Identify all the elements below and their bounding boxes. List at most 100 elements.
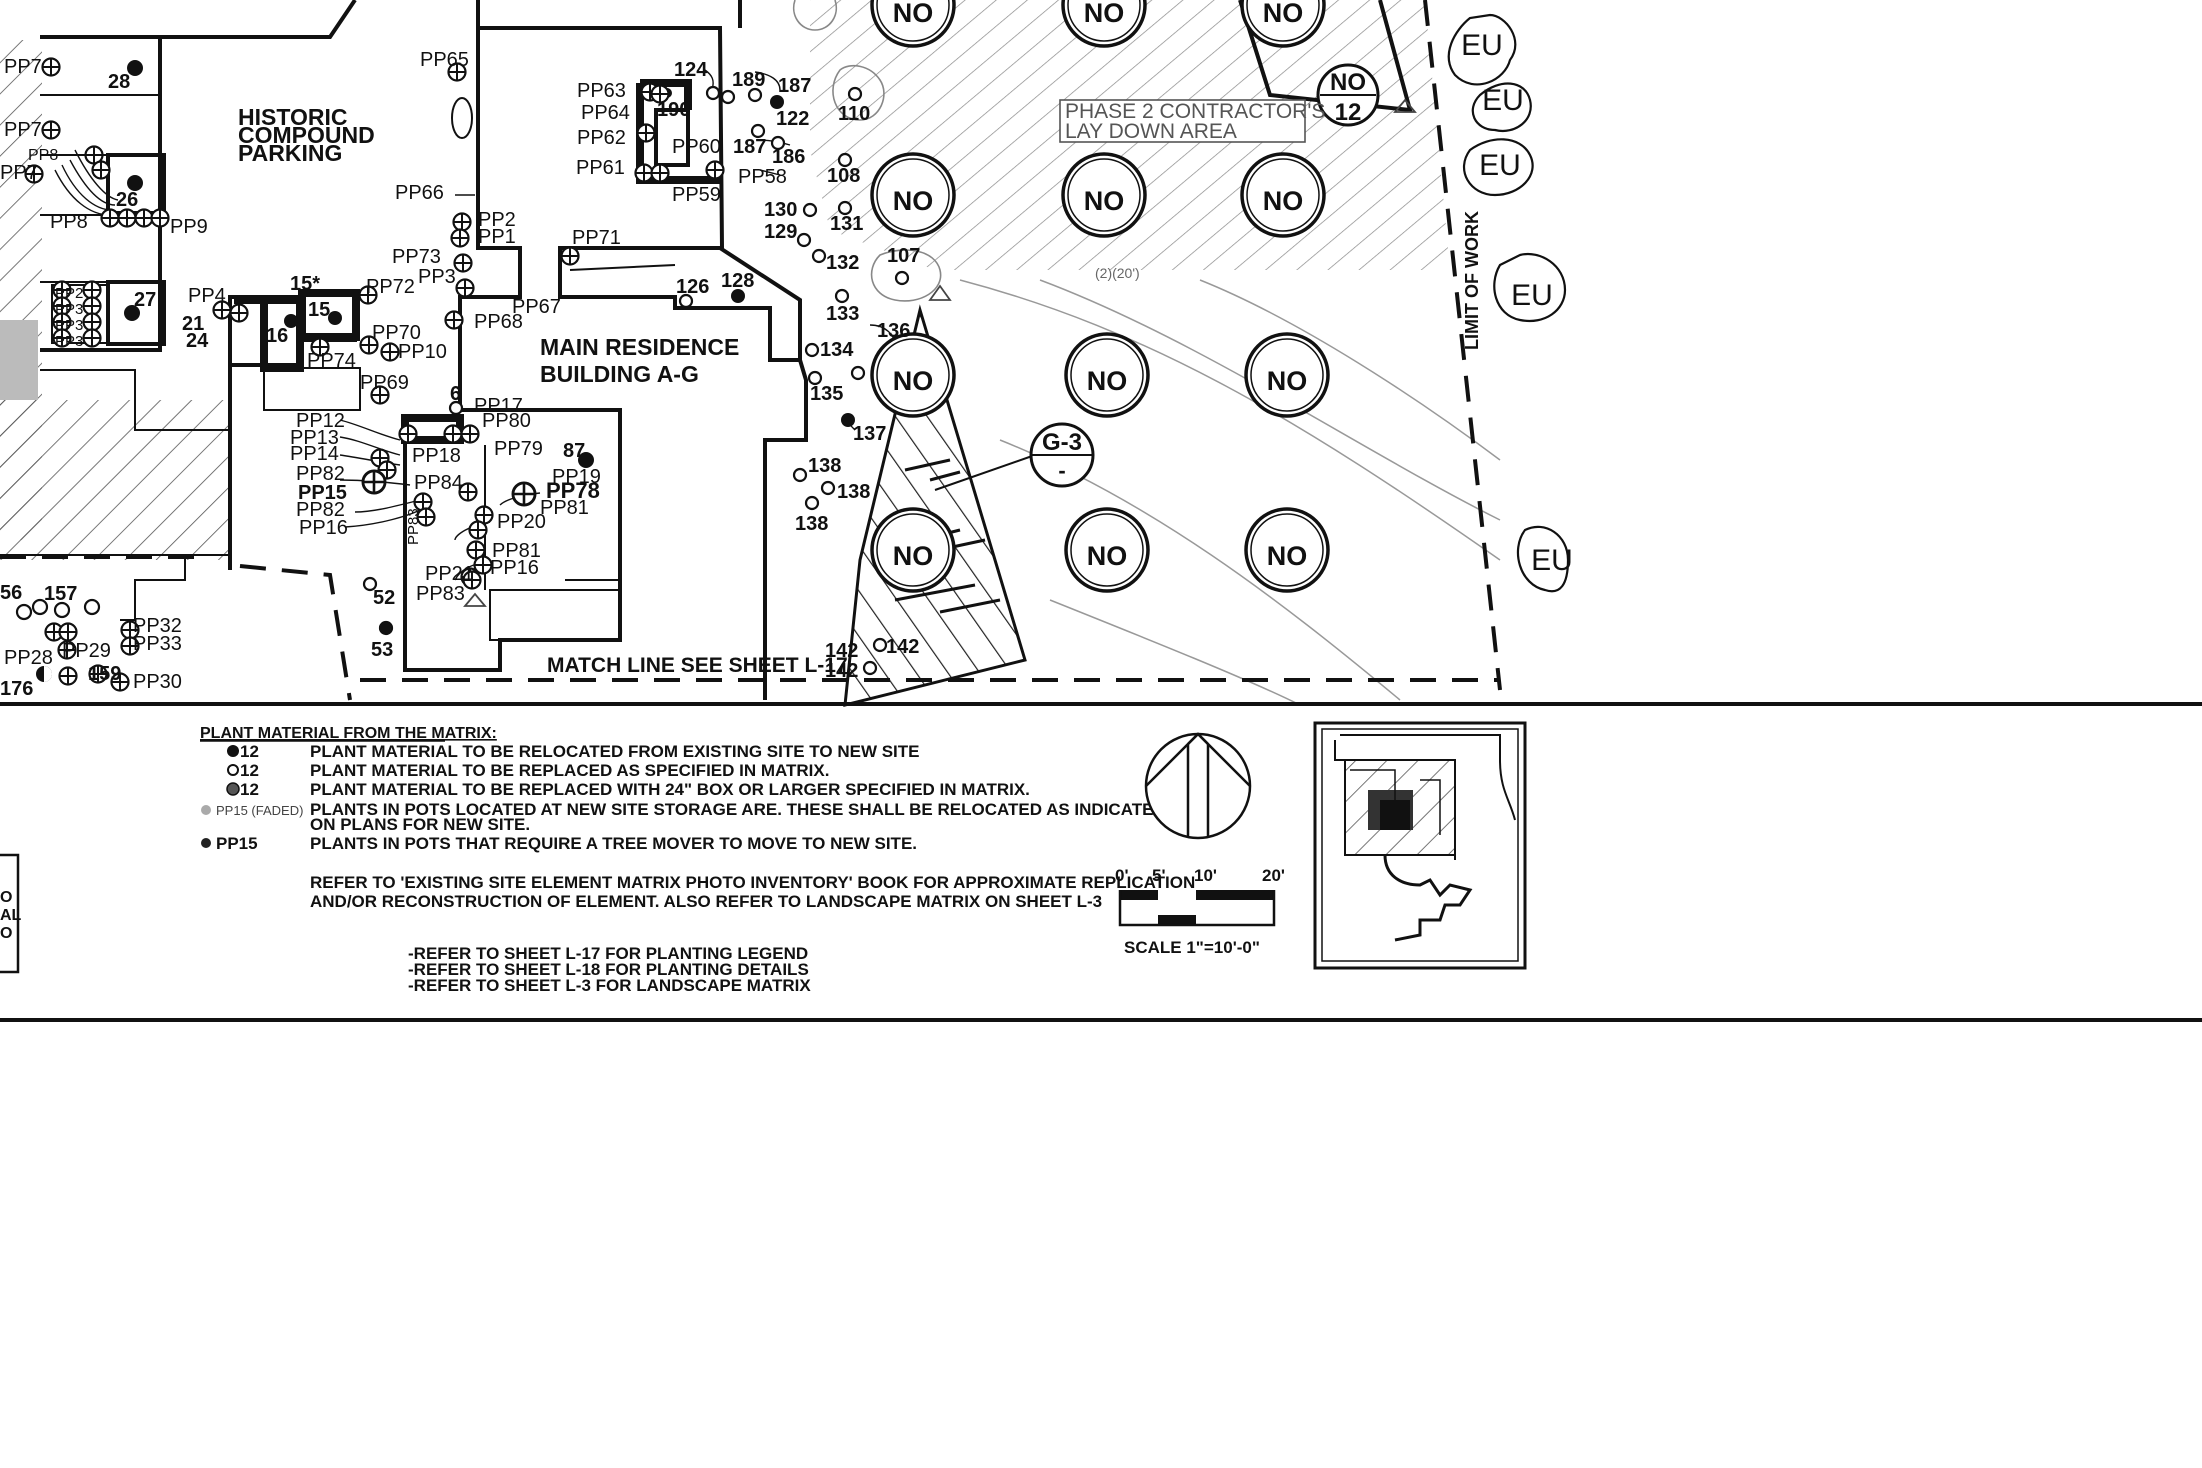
relocate-dots xyxy=(124,60,855,468)
svg-text:187: 187 xyxy=(733,136,766,158)
svg-text:6: 6 xyxy=(450,383,461,405)
svg-text:53: 53 xyxy=(371,639,393,661)
svg-text:PP1: PP1 xyxy=(478,226,516,248)
svg-text:PLANT MATERIAL TO BE RELOCATED: PLANT MATERIAL TO BE RELOCATED FROM EXIS… xyxy=(310,742,920,761)
svg-text:138: 138 xyxy=(808,455,841,477)
svg-text:136: 136 xyxy=(877,320,910,342)
svg-text:190: 190 xyxy=(657,99,690,121)
svg-text:0': 0' xyxy=(1115,866,1129,885)
svg-text:NO: NO xyxy=(1267,541,1308,571)
svg-text:PP7: PP7 xyxy=(0,162,38,184)
svg-text:PP16: PP16 xyxy=(490,557,539,579)
svg-text:PP65: PP65 xyxy=(420,49,469,71)
svg-text:108: 108 xyxy=(827,165,860,187)
svg-text:126: 126 xyxy=(676,276,709,298)
svg-text:PP19: PP19 xyxy=(552,466,601,488)
no-tag: NO xyxy=(1244,507,1330,593)
svg-text:122: 122 xyxy=(776,108,809,130)
svg-text:PP69: PP69 xyxy=(360,372,409,394)
no-tag: NO xyxy=(870,332,956,418)
svg-text:187: 187 xyxy=(778,75,811,97)
svg-text:-REFER TO SHEET L-18 FOR PLANT: -REFER TO SHEET L-18 FOR PLANTING DETAIL… xyxy=(408,960,809,979)
svg-text:(2)(20'): (2)(20') xyxy=(1095,265,1140,281)
svg-text:PLANTS IN POTS THAT REQUIRE A: PLANTS IN POTS THAT REQUIRE A TREE MOVER… xyxy=(310,834,917,853)
svg-text:PP60: PP60 xyxy=(672,136,721,158)
no-tag: NO xyxy=(1064,332,1150,418)
svg-text:-REFER TO SHEET L-3 FOR LANDSC: -REFER TO SHEET L-3 FOR LANDSCAPE MATRIX xyxy=(408,976,811,995)
svg-text:MAIN RESIDENCE: MAIN RESIDENCE xyxy=(540,334,739,360)
svg-text:NO: NO xyxy=(893,186,934,216)
svg-text:ON PLANS FOR NEW SITE.: ON PLANS FOR NEW SITE. xyxy=(310,815,530,834)
eu-labels: EU EU EU EU EU xyxy=(1461,29,1573,577)
svg-text:AND/OR RECONSTRUCTION OF ELEME: AND/OR RECONSTRUCTION OF ELEMENT. ALSO R… xyxy=(310,892,1102,911)
svg-text:PP28: PP28 xyxy=(4,647,53,669)
svg-text:129: 129 xyxy=(764,221,797,243)
svg-text:PP3: PP3 xyxy=(55,301,83,318)
svg-text:PP3: PP3 xyxy=(55,333,83,350)
svg-text:PP71: PP71 xyxy=(572,227,621,249)
svg-text:PP3: PP3 xyxy=(55,317,83,334)
svg-text:PP67: PP67 xyxy=(512,296,561,318)
svg-text:PP82: PP82 xyxy=(296,499,345,521)
svg-text:PP32: PP32 xyxy=(133,615,182,637)
svg-text:142: 142 xyxy=(886,636,919,658)
svg-text:20': 20' xyxy=(1262,866,1285,885)
svg-text:PLANT MATERIAL FROM THE MATRIX: PLANT MATERIAL FROM THE MATRIX: xyxy=(200,725,497,742)
no-tag: NO xyxy=(870,152,956,238)
svg-text:PP30: PP30 xyxy=(133,671,182,693)
svg-text:PP61: PP61 xyxy=(576,157,625,179)
svg-text:52: 52 xyxy=(373,587,395,609)
svg-text:PP17: PP17 xyxy=(474,395,523,417)
no-tag: NO xyxy=(1240,152,1326,238)
no-tag: NO xyxy=(870,507,956,593)
svg-text:PP72: PP72 xyxy=(366,276,415,298)
legend-row-relocate: 12 PLANT MATERIAL TO BE RELOCATED FROM E… xyxy=(227,742,920,761)
svg-text:128: 128 xyxy=(721,270,754,292)
svg-text:-REFER TO SHEET L-17 FOR PLANT: -REFER TO SHEET L-17 FOR PLANTING LEGEND xyxy=(408,944,808,963)
svg-text:PHASE 2 CONTRACTOR'S: PHASE 2 CONTRACTOR'S xyxy=(1065,100,1325,123)
svg-text:PP2: PP2 xyxy=(55,285,83,302)
svg-text:16: 16 xyxy=(266,325,288,347)
svg-text:133: 133 xyxy=(826,303,859,325)
svg-text:PP3: PP3 xyxy=(418,266,456,288)
svg-text:186: 186 xyxy=(772,146,805,168)
svg-text:10': 10' xyxy=(1194,866,1217,885)
svg-text:EU: EU xyxy=(1482,84,1524,117)
phase2-box xyxy=(1059,99,1306,143)
no-tag: NO xyxy=(1061,152,1147,238)
svg-text:138: 138 xyxy=(837,481,870,503)
svg-text:135: 135 xyxy=(810,383,843,405)
svg-text:124: 124 xyxy=(674,59,708,81)
svg-text:24: 24 xyxy=(186,330,209,352)
svg-text:PP74: PP74 xyxy=(307,350,356,372)
no-12-tag: NO 12 xyxy=(1316,63,1380,127)
plant-labels: PP7 PP7 PP7 PP8 PP8 PP9 PP2 PP3 PP3 PP3 … xyxy=(0,49,920,700)
no-tag: NO xyxy=(1064,507,1150,593)
svg-text:27: 27 xyxy=(134,289,156,311)
north-arrow-icon xyxy=(1144,732,1252,840)
svg-text:REFER TO 'EXISTING SITE ELEMEN: REFER TO 'EXISTING SITE ELEMENT MATRIX P… xyxy=(310,873,1195,892)
legend-row-box: 12 PLANT MATERIAL TO BE REPLACED WITH 24… xyxy=(226,780,1030,799)
svg-text:PP80: PP80 xyxy=(482,410,531,432)
svg-text:LAY DOWN AREA: LAY DOWN AREA xyxy=(1065,120,1237,143)
svg-text:PP13: PP13 xyxy=(290,427,339,449)
plan-area: NO NO NO NO NO NO NO NO NO NO NO NO NO 1… xyxy=(0,0,1573,707)
no-tags: NO NO NO NO NO NO NO NO NO NO NO NO NO 1… xyxy=(870,0,1380,593)
svg-text:PP9: PP9 xyxy=(170,216,208,238)
svg-text:-: - xyxy=(1058,458,1065,483)
svg-text:110: 110 xyxy=(838,103,870,125)
eu-tree-outlines xyxy=(1447,13,1570,593)
svg-text:PP15 (FADED): PP15 (FADED) xyxy=(216,803,303,818)
svg-text:12: 12 xyxy=(240,742,259,761)
svg-text:PLANTS IN POTS LOCATED AT NEW: PLANTS IN POTS LOCATED AT NEW SITE STORA… xyxy=(310,800,1166,819)
svg-text:142: 142 xyxy=(825,660,858,682)
svg-text:NO: NO xyxy=(893,366,934,396)
svg-text:PP20: PP20 xyxy=(497,511,546,533)
svg-text:159: 159 xyxy=(88,663,121,685)
svg-text:PP21: PP21 xyxy=(425,563,474,585)
svg-text:NO: NO xyxy=(1330,69,1366,96)
svg-text:15: 15 xyxy=(308,299,330,321)
svg-text:131: 131 xyxy=(830,213,863,235)
svg-text:189: 189 xyxy=(732,69,765,91)
svg-text:130: 130 xyxy=(764,199,797,221)
